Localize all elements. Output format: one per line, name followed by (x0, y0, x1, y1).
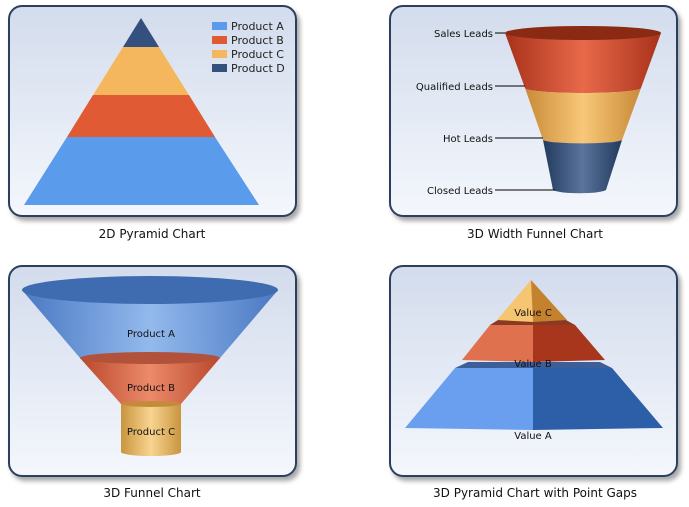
chart-caption-3d-pyramid-gaps: 3D Pyramid Chart with Point Gaps (433, 486, 637, 500)
pyramid-segment-value-c-side (531, 280, 567, 322)
funnel-label-product-a: Product A (127, 329, 175, 340)
funnel-segment-hot-leads (543, 140, 622, 194)
pyramid-label-value-c: Value C (514, 308, 552, 319)
pyramid-segment-product-a (24, 137, 259, 205)
pyramid-segment-value-a-side (533, 368, 663, 430)
funnel-label-sales-leads: Sales Leads (434, 29, 493, 40)
chart-caption-3d-width-funnel: 3D Width Funnel Chart (467, 227, 603, 241)
pyramid-segment-product-d (123, 18, 159, 47)
pyramid-label-value-b: Value B (514, 359, 552, 370)
funnel-segment-sales-leads (505, 33, 661, 93)
funnel-segment-qualified-leads (525, 88, 641, 144)
chart-caption-2d-pyramid: 2D Pyramid Chart (98, 227, 206, 241)
funnel-label-product-b: Product B (127, 383, 175, 394)
segment-top-edge (121, 401, 181, 407)
pyramid-segment-value-c-front (497, 280, 533, 322)
legend-label: Product C (231, 48, 284, 61)
pyramid-segment-product-b (67, 95, 215, 137)
funnel-segment-product-a (22, 290, 278, 364)
legend-swatch-product-a (212, 22, 227, 30)
funnel-top (505, 26, 661, 40)
funnel-segment-product-c (121, 404, 181, 456)
legend: Product A Product B Product C Product D (212, 20, 285, 75)
funnel-segment-product-b (80, 358, 220, 408)
segment-top-edge (80, 352, 220, 364)
pyramid-label-value-a: Value A (514, 431, 552, 442)
pyramid-segment-value-b-front (462, 325, 533, 362)
funnel-top (22, 276, 278, 304)
legend-swatch-product-b (212, 36, 227, 44)
pyramid-segment-value-b-top (490, 320, 575, 325)
pyramid-segment-value-a-front (405, 368, 533, 430)
chart-caption-3d-funnel: 3D Funnel Chart (103, 486, 201, 500)
funnel-label-qualified-leads: Qualified Leads (416, 82, 493, 93)
funnel-label-hot-leads: Hot Leads (443, 134, 493, 145)
legend-label: Product B (231, 34, 284, 47)
pyramid-segment-value-b-side (533, 325, 605, 362)
legend-label: Product D (231, 62, 285, 75)
pyramid-segment-product-c (93, 47, 189, 95)
funnel-label-product-c: Product C (127, 427, 175, 438)
legend-swatch-product-d (212, 64, 227, 72)
pyramid-segment-value-a-top (455, 362, 612, 368)
legend-swatch-product-c (212, 50, 227, 58)
legend-label: Product A (231, 20, 284, 33)
funnel-label-closed-leads: Closed Leads (427, 186, 493, 197)
